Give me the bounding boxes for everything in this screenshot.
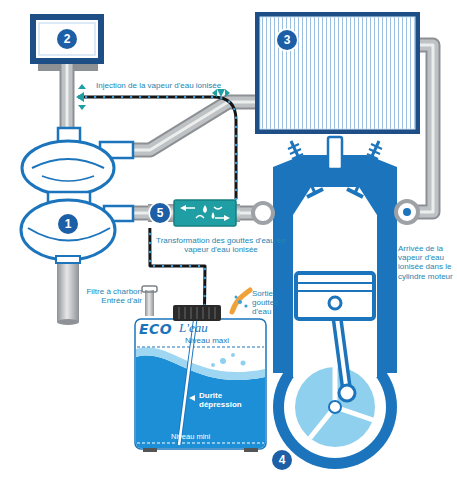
engine-cylinder-outline-part bbox=[296, 290, 374, 292]
callout-note: Injection de la vapeur d'eau ionisée bbox=[96, 81, 271, 90]
brand-logo: ECO bbox=[139, 321, 172, 337]
engine-cylinder-outline-part bbox=[296, 273, 374, 319]
engine-cylinder-outline-part bbox=[339, 385, 355, 401]
water-drop bbox=[244, 304, 247, 307]
engine-cylinder-outline-part bbox=[355, 141, 379, 193]
callout-note: Transformation des gouttes d'eau en vape… bbox=[156, 236, 286, 254]
turbocharger-outline-part bbox=[32, 159, 104, 168]
callout-number: 1 bbox=[58, 214, 78, 234]
callout-note: Sortie gouttes d'eau bbox=[252, 289, 292, 317]
level-label: Niveau maxi bbox=[185, 336, 229, 345]
turbocharger-outline-part bbox=[42, 176, 94, 181]
water-tank-outline-part bbox=[241, 361, 246, 366]
water-tank-outline-part bbox=[143, 448, 157, 452]
connector-ends bbox=[133, 213, 148, 214]
intercooler-box-outline-part bbox=[260, 17, 415, 129]
air-pipe-body bbox=[133, 208, 148, 219]
air-pipe-highlight bbox=[133, 212, 148, 215]
water-tank: ECO L'eauNiveau maxiDurite dépressionNive… bbox=[133, 305, 268, 453]
air-pipe-highlight bbox=[65, 64, 68, 128]
ionisation-unit: 5 bbox=[148, 198, 240, 228]
injection-hose bbox=[78, 97, 236, 199]
engine-cylinder-outline-part bbox=[329, 297, 341, 309]
engine-cylinder-outline-part bbox=[396, 201, 418, 223]
air-filter-box: 2 bbox=[30, 14, 104, 64]
turbocharger-outline-part bbox=[56, 256, 80, 263]
turbocharger-outline-part bbox=[22, 141, 114, 195]
engine-cylinder-outline-part bbox=[295, 367, 375, 447]
engine-cylinder-outline-part bbox=[329, 401, 341, 413]
turbocharger: 1 bbox=[18, 128, 133, 263]
water-tank-outline-part bbox=[211, 363, 215, 367]
air-pipe-body bbox=[61, 64, 72, 128]
connector-group bbox=[66, 64, 67, 128]
engine-cylinder-outline-part bbox=[293, 187, 377, 377]
engine-cylinder: 4 bbox=[255, 135, 415, 470]
callout-note: Filtre à charbon Entrée d'air bbox=[70, 287, 142, 305]
injection-hose-dots bbox=[78, 97, 236, 199]
engine-cylinder-outline-part bbox=[288, 144, 305, 164]
water-tank-outline-part bbox=[173, 305, 221, 321]
hose-label: Durite dépression bbox=[199, 391, 261, 409]
injection-arrow bbox=[212, 89, 230, 97]
air-filter-box-outline-part bbox=[36, 20, 98, 58]
charcoal-filter-cap bbox=[142, 286, 157, 292]
water-tank-outline-part bbox=[220, 358, 226, 364]
water-tank-outline-part bbox=[135, 319, 266, 449]
engine-cylinder-outline-part bbox=[331, 169, 339, 185]
water-outlet-tube bbox=[232, 290, 250, 312]
water-tank-outline-part bbox=[189, 395, 195, 401]
intercooler-box-outline-part bbox=[255, 12, 420, 134]
engine-cylinder-outline-part bbox=[284, 356, 386, 458]
engine-cylinder-outline-part bbox=[273, 345, 397, 469]
air-pipe bbox=[133, 206, 148, 221]
engine-cylinder-outline-part bbox=[291, 141, 315, 193]
callout-note: Arrivée de la vapeur d'eau ionisée dans … bbox=[398, 244, 456, 281]
callout-number: 4 bbox=[272, 450, 292, 470]
ionisation-unit-outline-part bbox=[174, 200, 236, 226]
turbocharger-outline-part bbox=[21, 200, 115, 260]
engine-cylinder-outline-part bbox=[328, 137, 342, 169]
water-tank-outline-part bbox=[137, 443, 264, 444]
engine-cylinder-outline-part bbox=[365, 144, 382, 164]
ionisation-unit-outline-part bbox=[180, 205, 230, 221]
engine-cylinder-outline-part bbox=[307, 189, 323, 197]
callout-number: 2 bbox=[57, 29, 77, 49]
connector-group bbox=[133, 213, 148, 214]
ionisation-unit-outline-part bbox=[196, 207, 222, 218]
air-filter-box-outline-part bbox=[39, 23, 95, 55]
intercooler-box-outline-part bbox=[260, 17, 415, 129]
level-label: Niveau mini bbox=[171, 432, 210, 441]
callout-number: 3 bbox=[277, 30, 297, 50]
water-tank-outline-part bbox=[136, 348, 265, 381]
air-filter-box-outline-part bbox=[30, 14, 104, 64]
engine-cylinder-outline-part bbox=[403, 208, 411, 216]
exhaust-outlet-end bbox=[57, 319, 79, 325]
water-tank-outline-part bbox=[179, 307, 215, 319]
water-tank-outline-part bbox=[244, 448, 258, 452]
exhaust-outlet-pipe bbox=[57, 262, 79, 322]
air-pipe bbox=[59, 64, 74, 128]
charcoal-filter-tube bbox=[145, 290, 154, 316]
water-tank-outline-part bbox=[231, 353, 235, 357]
callout-number: 5 bbox=[150, 203, 170, 223]
intercooler-box-outline bbox=[255, 12, 420, 134]
connector-ends bbox=[66, 64, 67, 128]
water-drop bbox=[235, 296, 238, 299]
turbocharger-outline bbox=[18, 128, 133, 263]
ionisation-unit-outline-part bbox=[203, 205, 215, 219]
water-drop bbox=[238, 300, 242, 304]
water-tank-outline-part bbox=[137, 347, 264, 348]
injection-arrow bbox=[76, 84, 86, 110]
engine-cylinder-outline-part bbox=[347, 189, 363, 197]
intercooler-box: 3 bbox=[255, 12, 420, 134]
engine-cylinder-outline-part bbox=[296, 282, 374, 284]
engine-cylinder-outline-part bbox=[253, 203, 273, 223]
engine-cylinder-outline bbox=[255, 135, 415, 470]
brand-logo: L'eau bbox=[179, 320, 208, 336]
